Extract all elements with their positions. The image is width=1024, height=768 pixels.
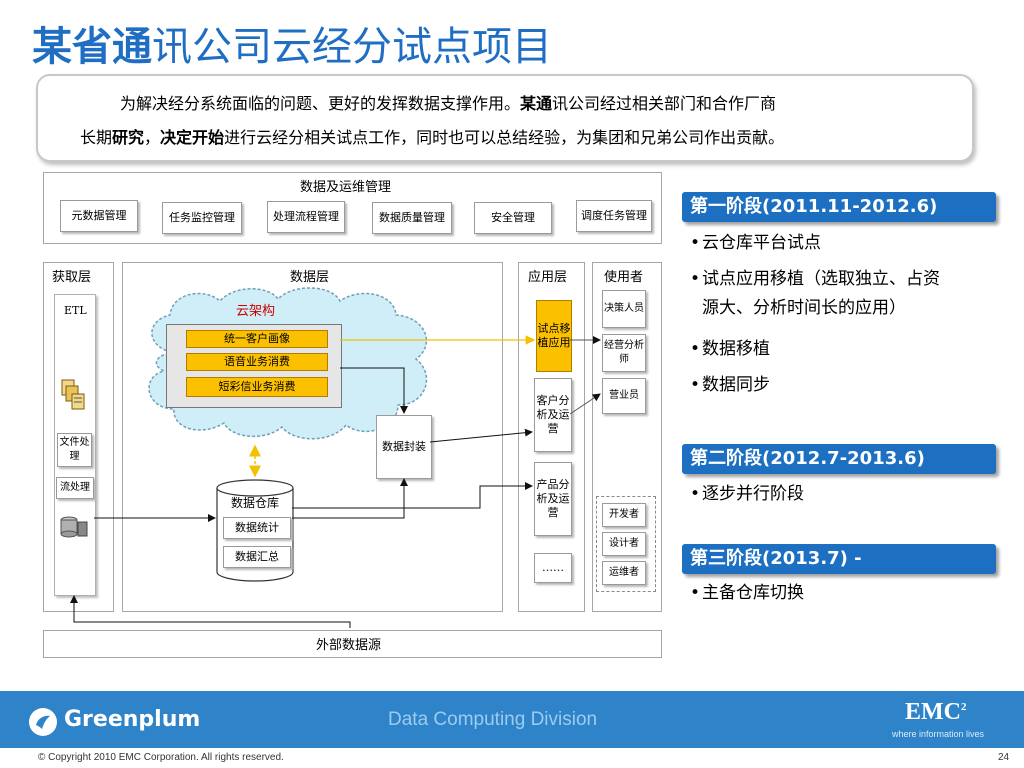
intro-line-2: 长期研究，决定开始进行云经分相关试点工作，同时也可以总结经验，为集团和兄弟公司作… [80,128,785,147]
greenplum-brand: Greenplum [64,707,201,732]
stage-1-bullet-2: •试点应用移植（选取独立、占资 [690,269,940,289]
stage-2-header: 第二阶段(2012.7-2013.6) [682,444,996,474]
warehouse-item-statistics: 数据统计 [223,517,291,539]
intro-line-1: 为解决经分系统面临的问题、更好的发挥数据支撑作用。某通讯公司经过相关部门和合作厂… [120,94,777,113]
app-layer-title: 应用层 [528,270,568,285]
external-data-source-panel [43,630,662,658]
ops-management-panel [43,172,662,244]
stage-1-bullet-2-cont: 源大、分析时间长的应用） [702,298,906,318]
ops-management-title: 数据及运维管理 [300,180,392,195]
user-decision-maker: 决策人员 [602,290,646,328]
footer-band: Greenplum Data Computing Division EMC2 w… [0,691,1024,748]
stage-3-bullet-1: •主备仓库切换 [690,583,804,603]
app-item-pilot-migration: 试点移植应用 [536,300,572,372]
ops-item-data-quality: 数据质量管理 [372,202,452,234]
database-server-icon [59,514,89,544]
cloud-item-sms-consumption: 短彩信业务消费 [186,377,328,397]
ops-item-process-flow: 处理流程管理 [267,201,345,233]
cloud-item-voice-consumption: 语音业务消费 [186,353,328,371]
cloud-architecture-label: 云架构 [236,304,276,319]
warehouse-item-summary: 数据汇总 [223,546,291,568]
external-data-source-label: 外部数据源 [316,638,382,653]
users-title: 使用者 [604,270,644,285]
cloud-item-customer-profile: 统一客户画像 [186,330,328,348]
data-warehouse-label: 数据仓库 [231,496,280,510]
user-business-analyst: 经营分析师 [602,334,646,372]
app-item-more: …… [534,553,572,583]
stage-1-bullet-3: •数据移植 [690,339,770,359]
acquire-layer-title: 获取层 [52,270,92,285]
ops-item-metadata: 元数据管理 [60,200,138,232]
ops-item-scheduling: 调度任务管理 [576,200,652,232]
etl-label: ETL [64,304,87,317]
data-packaging-box: 数据封装 [376,415,432,479]
app-item-customer-analysis: 客户分析及运营 [534,378,572,452]
ops-item-security: 安全管理 [474,202,552,234]
stage-2-bullet-1: •逐步并行阶段 [690,484,804,504]
user-designer: 设计者 [602,532,646,556]
stream-processing-box: 流处理 [56,477,94,499]
intro-box: 为解决经分系统面临的问题、更好的发挥数据支撑作用。某通讯公司经过相关部门和合作厂… [36,74,974,162]
document-stack-icon [60,378,88,418]
stage-3-header: 第三阶段(2013.7) - [682,544,996,574]
emc-tagline: where information lives [892,729,985,739]
file-processing-box: 文件处理 [57,433,92,467]
user-sales-staff: 营业员 [602,378,646,414]
slide-title: 某省通讯公司云经分试点项目 [32,24,552,70]
data-layer-title: 数据层 [290,270,330,285]
stage-1-header: 第一阶段(2011.11-2012.6) [682,192,996,222]
page-number: 24 [998,752,1010,763]
stage-1-bullet-1: •云仓库平台试点 [690,233,821,253]
ops-item-task-monitor: 任务监控管理 [162,202,242,234]
division-label: Data Computing Division [388,709,598,730]
app-item-product-analysis: 产品分析及运营 [534,462,572,536]
emc-logo: EMC2 [905,699,967,725]
stage-1-bullet-4: •数据同步 [690,375,770,395]
copyright-text: © Copyright 2010 EMC Corporation. All ri… [38,752,284,763]
user-developer: 开发者 [602,503,646,527]
greenplum-logo-icon [28,707,58,741]
user-operator: 运维者 [602,561,646,585]
